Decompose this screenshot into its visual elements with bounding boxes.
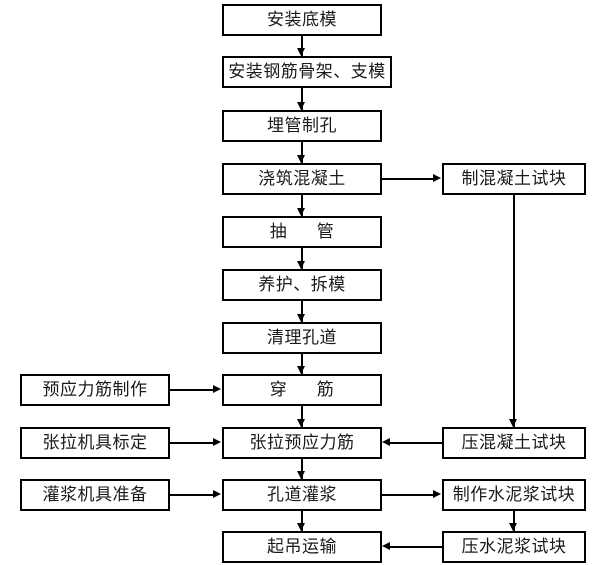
node-clean-duct[interactable]: 清理孔道 <box>222 322 382 354</box>
edge-n7-n8-line <box>301 354 303 374</box>
edge-n2-n3-arrow <box>297 102 305 110</box>
node-tendon-fabrication[interactable]: 预应力筋制作 <box>20 374 170 406</box>
edge-r1-r2-line <box>513 195 515 427</box>
edge-r2-n9-arrow <box>382 438 390 446</box>
edge-n6-n7-arrow <box>297 314 305 322</box>
node-pour-concrete[interactable]: 浇筑混凝土 <box>222 163 382 195</box>
node-make-concrete-specimen[interactable]: 制混凝土试块 <box>442 163 586 195</box>
node-test-concrete-specimen[interactable]: 压混凝土试块 <box>442 427 586 459</box>
edge-l1-n8-line <box>170 389 214 391</box>
edge-n3-n4-line <box>301 142 303 163</box>
edge-n6-n7-line <box>301 301 303 322</box>
edge-r3-r4-line <box>513 511 515 531</box>
edge-n4-r1-arrow <box>433 174 441 182</box>
node-grouting-equipment-prep[interactable]: 灌浆机具准备 <box>20 479 170 511</box>
edge-n7-n8-arrow <box>297 366 305 374</box>
edge-n3-n4-arrow <box>297 155 305 163</box>
edge-n5-n6-line <box>301 248 303 269</box>
edge-n1-n2-arrow <box>297 48 305 56</box>
node-lifting-transport[interactable]: 起吊运输 <box>222 531 382 563</box>
edge-n2-n3-line <box>301 88 303 110</box>
node-duct-grouting[interactable]: 孔道灌浆 <box>222 479 382 511</box>
edge-n10-n11-line <box>301 511 303 531</box>
edge-r1-r2-arrow <box>509 419 517 427</box>
node-test-grout-specimen[interactable]: 压水泥浆试块 <box>442 531 586 563</box>
edge-n1-n2-line <box>301 36 303 56</box>
edge-n10-r3-line <box>382 494 434 496</box>
edge-l1-n8-arrow <box>213 385 221 393</box>
node-jack-calibration[interactable]: 张拉机具标定 <box>20 427 170 459</box>
node-extract-tube[interactable]: 抽 管 <box>222 216 382 248</box>
node-thread-tendon[interactable]: 穿 筋 <box>222 374 382 406</box>
edge-l2-n9-arrow <box>213 438 221 446</box>
edge-n4-n5-line <box>301 195 303 216</box>
edge-l3-n10-arrow <box>213 490 221 498</box>
edge-r4-n11-arrow <box>382 542 390 550</box>
edge-n9-n10-line <box>301 459 303 479</box>
edge-n10-r3-arrow <box>433 490 441 498</box>
edge-l3-n10-line <box>170 494 214 496</box>
edge-r2-n9-line <box>390 442 442 444</box>
edge-n10-n11-arrow <box>297 523 305 531</box>
edge-n4-r1-line <box>382 178 434 180</box>
node-install-bottom-formwork[interactable]: 安装底模 <box>222 4 382 36</box>
node-make-grout-specimen[interactable]: 制作水泥浆试块 <box>442 479 586 511</box>
node-install-rebar-cage-formwork[interactable]: 安装钢筋骨架、支模 <box>222 56 392 88</box>
edge-l2-n9-line <box>170 442 214 444</box>
edge-n9-n10-arrow <box>297 471 305 479</box>
edge-n5-n6-arrow <box>297 261 305 269</box>
edge-r4-n11-line <box>390 546 442 548</box>
node-embed-duct[interactable]: 埋管制孔 <box>222 110 382 142</box>
edge-n4-n5-arrow <box>297 208 305 216</box>
node-curing-demolding[interactable]: 养护、拆模 <box>222 269 382 301</box>
edge-r3-r4-arrow <box>509 523 517 531</box>
edge-n8-n9-arrow <box>297 419 305 427</box>
edge-n8-n9-line <box>301 406 303 427</box>
node-tension-tendon[interactable]: 张拉预应力筋 <box>222 427 382 459</box>
